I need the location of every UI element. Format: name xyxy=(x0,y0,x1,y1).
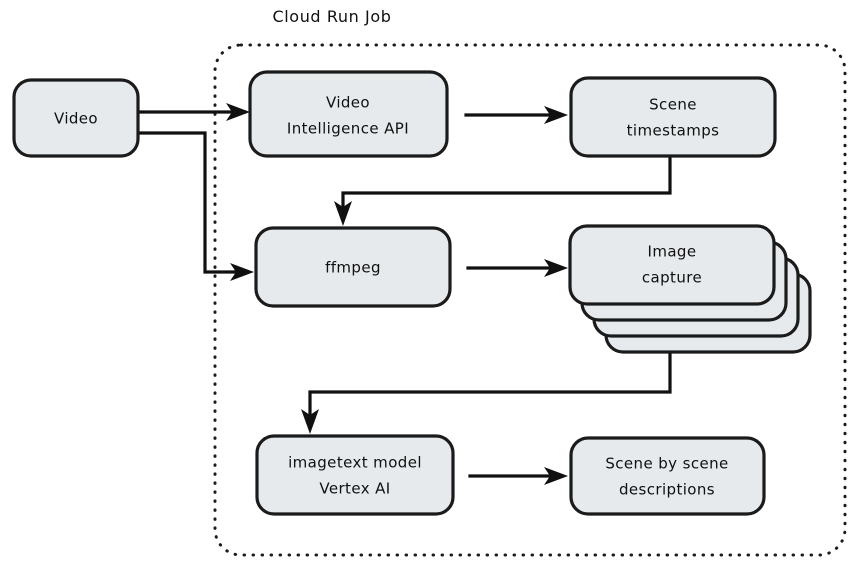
node-video-intelligence-api[interactable]: Video Intelligence API xyxy=(248,70,449,158)
node-label-line-1: Scene xyxy=(649,96,697,114)
node-label-line-1: Video xyxy=(326,94,370,112)
arrowhead-right xyxy=(544,106,568,124)
edge-line xyxy=(308,350,672,422)
arrowhead-down xyxy=(301,409,319,434)
node-label-line-2: Intelligence API xyxy=(287,120,409,138)
edge-image-capture-to-imagetext-model xyxy=(301,350,672,434)
node-ffmpeg[interactable]: ffmpeg xyxy=(254,226,452,308)
node-label-line-2: capture xyxy=(642,269,702,287)
arrowhead-right xyxy=(544,467,568,485)
node-label-line-2: Vertex AI xyxy=(319,480,390,498)
node-scene-timestamps[interactable]: Scene timestamps xyxy=(569,76,777,158)
arrowhead-right xyxy=(226,103,250,121)
arrowhead-down xyxy=(334,201,352,226)
node-shape[interactable] xyxy=(248,70,449,158)
node-video[interactable]: Video xyxy=(12,78,140,158)
node-label-line-2: descriptions xyxy=(619,481,715,499)
cloud-run-job-title: Cloud Run Job xyxy=(272,7,391,26)
node-label: Video xyxy=(54,110,98,128)
node-image-capture[interactable]: Image capture xyxy=(568,224,812,354)
edge-video-to-video-intelligence-api xyxy=(138,103,250,121)
node-label-line-1: Image xyxy=(648,243,697,261)
edges-layer xyxy=(138,103,672,485)
node-shape[interactable] xyxy=(255,434,455,516)
edge-ffmpeg-to-image-capture xyxy=(466,259,568,277)
edge-line xyxy=(138,131,244,274)
cloud-run-job-group: Cloud Run Job xyxy=(213,7,847,557)
node-label-line-1: imagetext model xyxy=(288,454,422,472)
node-label-line-1: Scene by scene xyxy=(605,455,728,473)
cloud-run-job-boundary xyxy=(213,43,847,557)
node-shape[interactable] xyxy=(12,78,140,158)
edge-imagetext-model-to-scene-descriptions xyxy=(468,467,568,485)
node-shape[interactable] xyxy=(254,226,452,308)
edge-video-to-ffmpeg xyxy=(138,131,254,281)
arrowhead-right xyxy=(544,259,568,277)
node-imagetext-model-vertex-ai[interactable]: imagetext model Vertex AI xyxy=(255,434,455,516)
node-shape[interactable] xyxy=(568,224,776,306)
edge-scene-timestamps-to-ffmpeg xyxy=(334,155,672,226)
node-label-line-2: timestamps xyxy=(627,122,720,140)
node-label: ffmpeg xyxy=(325,259,381,277)
edge-line xyxy=(341,155,672,214)
node-scene-by-scene-descriptions[interactable]: Scene by scene descriptions xyxy=(569,436,766,516)
node-shape[interactable] xyxy=(569,76,777,158)
arrowhead-right xyxy=(230,263,254,281)
node-shape[interactable] xyxy=(569,436,766,516)
edge-video-intelligence-api-to-scene-timestamps xyxy=(464,106,568,124)
